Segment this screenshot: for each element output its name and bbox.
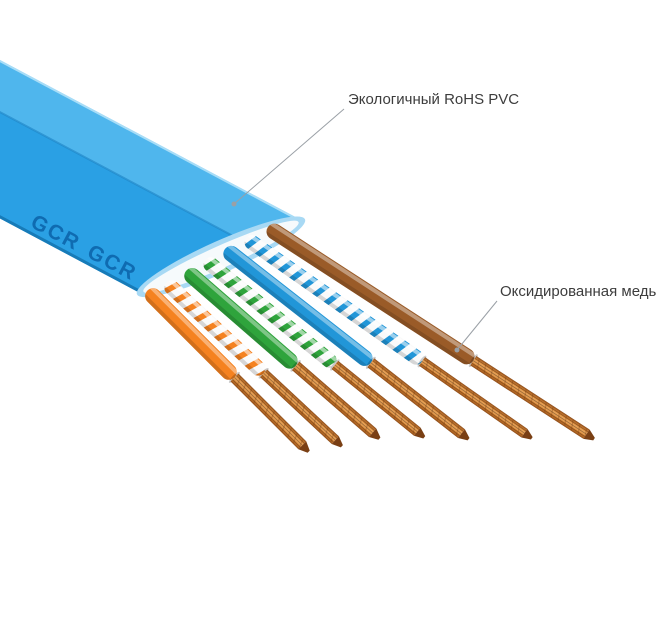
- annotation-copper-label: Оксидированная медь: [500, 283, 657, 300]
- jacket-mouth: [136, 216, 306, 298]
- white-green-insulation: [203, 257, 337, 368]
- blue-wire: [220, 244, 470, 441]
- blue-copper-conductor: [367, 358, 470, 441]
- orange-insulation: [145, 288, 237, 380]
- cable-bottom-edge: [0, 77, 142, 293]
- cable-front-face: [0, 0, 249, 293]
- leader-line-copper: [456, 300, 498, 351]
- white-orange-wire: [161, 278, 343, 448]
- white-blue-wire: [241, 233, 533, 440]
- green-insulation: [184, 267, 298, 369]
- white-orange-copper-conductor: [260, 369, 343, 448]
- cable-top-face: [0, 0, 302, 245]
- leader-line-jacket: [233, 108, 345, 205]
- cable-ridge: [0, 0, 250, 246]
- brown-wire: [263, 222, 595, 441]
- leader-dot-copper: [454, 347, 460, 353]
- cable-jacket: GCR GCR: [0, 0, 306, 298]
- orange-copper-conductor: [230, 373, 310, 453]
- jacket-mouth-inner: [143, 220, 299, 293]
- brown-insulation: [266, 223, 475, 365]
- green-copper-conductor: [291, 361, 381, 440]
- white-green-copper-conductor: [331, 360, 426, 439]
- annotation-jacket-label: Экологичный RoHS PVC: [348, 91, 519, 108]
- cable-top-edge-highlight: [0, 0, 302, 223]
- annotations-layer: Экологичный RoHS PVC Оксидированная медь: [231, 91, 657, 353]
- green-wire: [180, 266, 381, 440]
- white-blue-copper-conductor: [419, 357, 533, 440]
- leader-dot-jacket: [231, 201, 237, 207]
- white-orange-insulation: [164, 280, 266, 376]
- white-green-wire: [200, 255, 426, 439]
- orange-wire: [141, 286, 310, 453]
- brown-copper-conductor: [470, 356, 595, 441]
- wires: [141, 222, 595, 453]
- blue-insulation: [223, 245, 373, 366]
